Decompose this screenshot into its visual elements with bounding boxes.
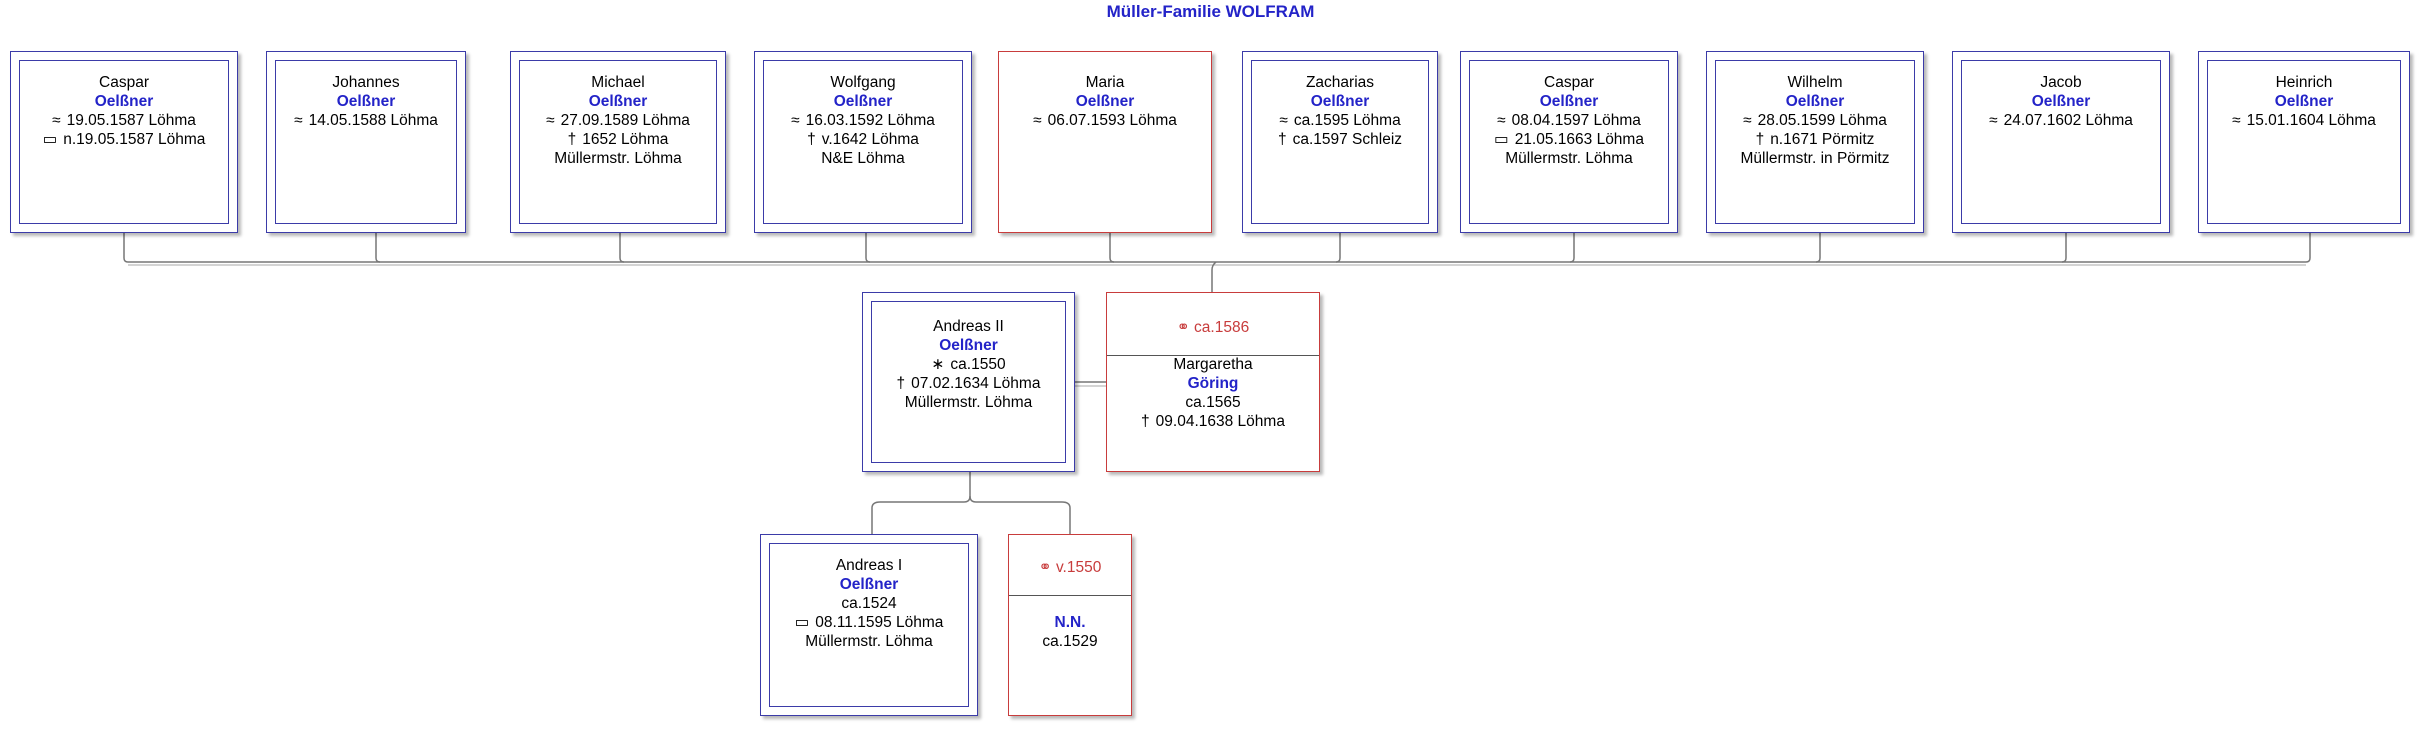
burial-icon: ▭ <box>1494 131 1509 148</box>
surname: Oelßner <box>839 576 899 593</box>
surname: Oelßner <box>833 93 893 110</box>
burial-icon: ▭ <box>794 614 810 631</box>
given-name: Caspar <box>1544 74 1594 91</box>
given-name: Zacharias <box>1305 74 1375 91</box>
person-box-zacharias[interactable]: Zacharias Oelßner ≈ca.1595 Löhma †ca.159… <box>1242 51 1438 233</box>
burial-icon: ▭ <box>42 131 58 148</box>
given-name: Johannes <box>332 74 400 91</box>
death-icon: † <box>567 131 577 148</box>
surname: Oelßner <box>2274 93 2334 110</box>
person-box-michael[interactable]: Michael Oelßner ≈27.09.1589 Löhma †1652 … <box>510 51 726 233</box>
given-name: Jacob <box>2040 74 2082 91</box>
marriage-date: ⚭ v.1550 <box>1038 559 1102 576</box>
baptism-icon: ≈ <box>1033 112 1042 129</box>
occupation: Müllermstr. Löhma <box>904 394 1033 411</box>
baptism-icon: ≈ <box>1279 112 1288 129</box>
person-box-margaretha[interactable]: ⚭ ca.1586 Margaretha Göring ca.1565 †09.… <box>1106 292 1320 472</box>
death-icon: † <box>896 375 906 392</box>
surname: Oelßner <box>2031 93 2091 110</box>
given-name: Maria <box>1085 74 1125 91</box>
birth-date: ca.1565 <box>1185 394 1241 411</box>
divider <box>1107 355 1319 356</box>
occupation: Müllermstr. in Pörmitz <box>1740 150 1890 167</box>
surname: N.N. <box>1054 614 1086 631</box>
given-name: Andreas I <box>835 557 903 574</box>
surname: Oelßner <box>1539 93 1599 110</box>
death-icon: † <box>1755 131 1765 148</box>
surname: Göring <box>1187 375 1239 392</box>
baptism-icon: ≈ <box>1989 112 1998 129</box>
surname: Oelßner <box>1075 93 1135 110</box>
person-box-jacob[interactable]: Jacob Oelßner ≈24.07.1602 Löhma <box>1952 51 2170 233</box>
given-name: Margaretha <box>1173 356 1253 373</box>
person-box-nn[interactable]: ⚭ v.1550 N.N. ca.1529 <box>1008 534 1132 716</box>
occupation: N&E Löhma <box>821 150 905 167</box>
birth-date: ca.1524 <box>841 595 897 612</box>
person-box-maria[interactable]: Maria Oelßner ≈06.07.1593 Löhma <box>998 51 1212 233</box>
birth-icon: ∗ <box>931 356 945 373</box>
occupation: Müllermstr. Löhma <box>554 150 682 167</box>
baptism-icon: ≈ <box>791 112 800 129</box>
death-icon: † <box>807 131 816 148</box>
chart-title: Müller-Familie WOLFRAM <box>1106 2 1315 21</box>
person-box-johannes[interactable]: Johannes Oelßner ≈14.05.1588 Löhma <box>266 51 466 233</box>
baptism-icon: ≈ <box>2232 112 2241 129</box>
given-name: Wolfgang <box>830 74 896 91</box>
person-box-andreas-ii[interactable]: Andreas II Oelßner ∗ca.1550 †07.02.1634 … <box>862 292 1075 472</box>
baptism-icon: ≈ <box>546 112 555 129</box>
marriage-date: ⚭ ca.1586 <box>1176 319 1250 336</box>
given-name: Michael <box>591 74 645 91</box>
surname: Oelßner <box>94 93 154 110</box>
person-box-heinrich[interactable]: Heinrich Oelßner ≈15.01.1604 Löhma <box>2198 51 2410 233</box>
surname: Oelßner <box>1785 93 1845 110</box>
surname: Oelßner <box>939 337 998 354</box>
birth-date: ca.1529 <box>1042 633 1098 650</box>
given-name: Wilhelm <box>1787 74 1843 91</box>
given-name: Andreas II <box>933 318 1004 335</box>
surname: Oelßner <box>1310 93 1370 110</box>
baptism-icon: ≈ <box>294 112 303 129</box>
person-box-caspar-1587[interactable]: Caspar Oelßner ≈19.05.1587 Löhma ▭n.19.0… <box>10 51 238 233</box>
given-name: Heinrich <box>2275 74 2333 91</box>
person-box-andreas-i[interactable]: Andreas I Oelßner ca.1524 ▭08.11.1595 Lö… <box>760 534 978 716</box>
death-icon: † <box>1141 413 1150 430</box>
person-box-wolfgang[interactable]: Wolfgang Oelßner ≈16.03.1592 Löhma †v.16… <box>754 51 972 233</box>
surname: Oelßner <box>336 93 396 110</box>
person-box-caspar-1597[interactable]: Caspar Oelßner ≈08.04.1597 Löhma ▭21.05.… <box>1460 51 1678 233</box>
surname: Oelßner <box>588 93 648 110</box>
death-icon: † <box>1277 131 1287 148</box>
person-box-wilhelm[interactable]: Wilhelm Oelßner ≈28.05.1599 Löhma †n.167… <box>1706 51 1924 233</box>
divider <box>1009 595 1131 596</box>
baptism-icon: ≈ <box>1743 112 1752 129</box>
baptism-icon: ≈ <box>1497 112 1506 129</box>
occupation: Müllermstr. Löhma <box>805 633 933 650</box>
given-name: Caspar <box>99 74 149 91</box>
occupation: Müllermstr. Löhma <box>1505 150 1633 167</box>
baptism-icon: ≈ <box>52 112 61 129</box>
